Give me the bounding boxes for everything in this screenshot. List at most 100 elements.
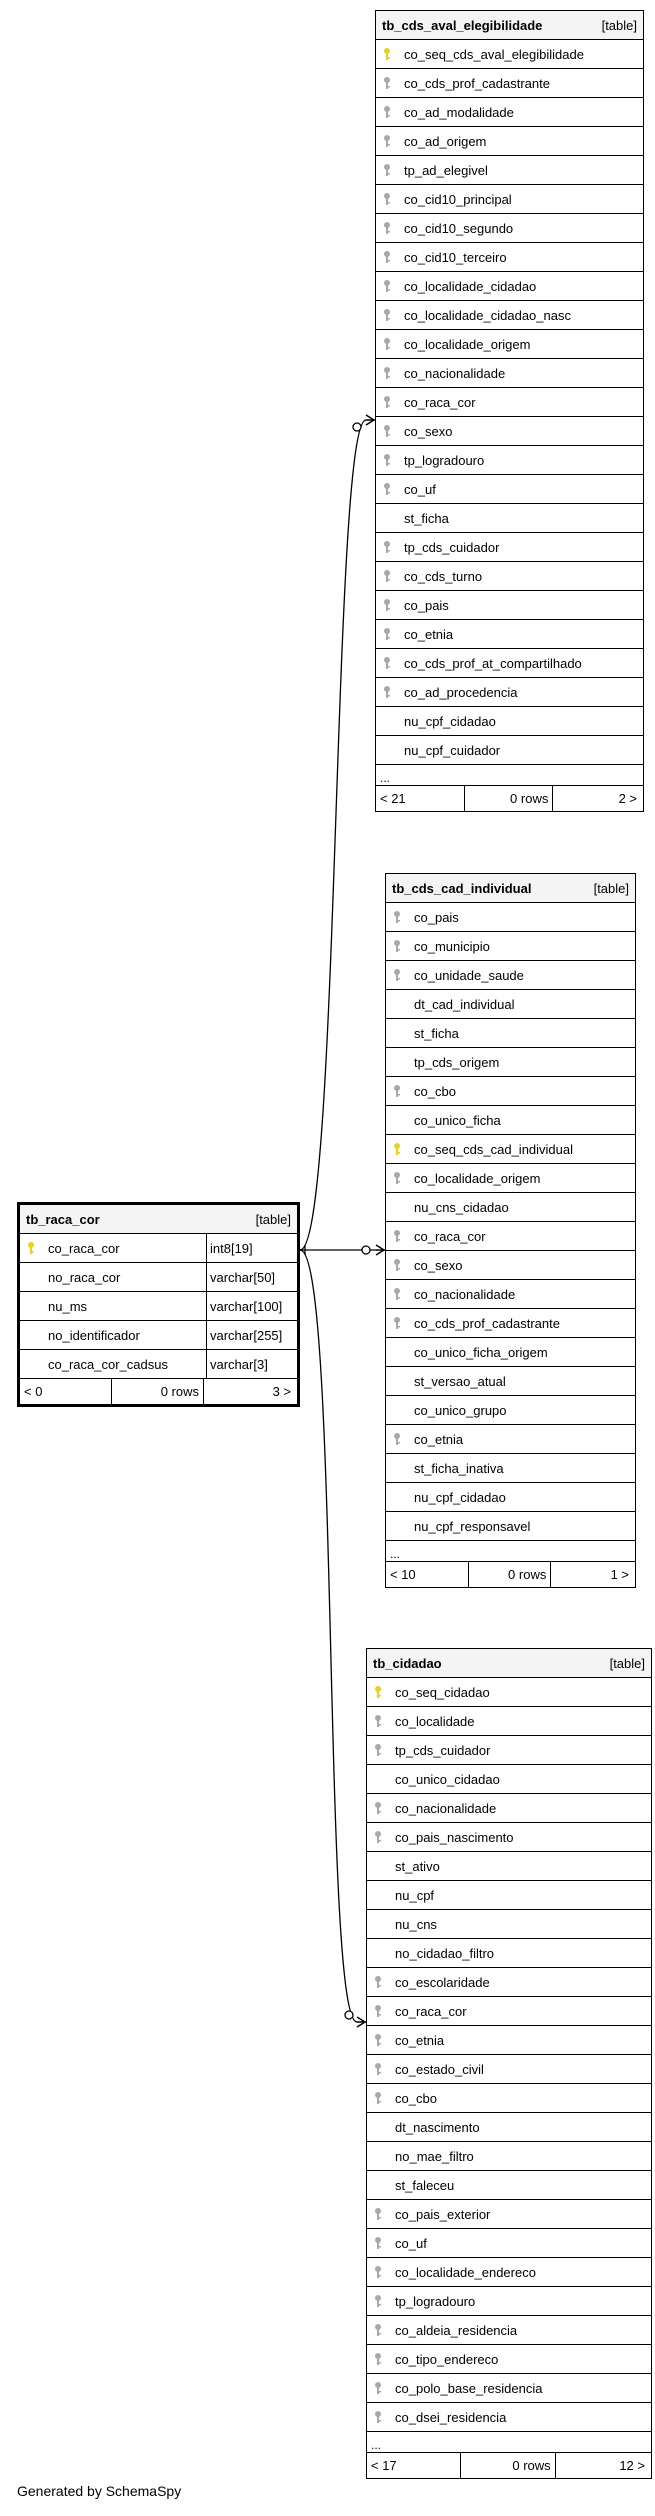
table-column-row[interactable]: co_pais <box>386 903 635 932</box>
table-column-row[interactable]: co_unico_ficha_origem <box>386 1338 635 1367</box>
table-column-row[interactable]: co_ad_procedencia <box>376 678 643 707</box>
column-name-cell: co_cds_prof_cadastrante <box>376 76 643 91</box>
table-column-row[interactable]: co_seq_cidadao <box>367 1678 651 1707</box>
children-count[interactable]: 1 > <box>550 1562 635 1587</box>
table-column-row[interactable]: co_uf <box>376 475 643 504</box>
table-tb-cds-aval-elegibilidade[interactable]: tb_cds_aval_elegibilidade[table]co_seq_c… <box>375 10 644 812</box>
table-column-row[interactable]: nu_cns_cidadao <box>386 1193 635 1222</box>
table-column-row[interactable]: co_localidade_cidadao <box>376 272 643 301</box>
table-column-row[interactable]: co_etnia <box>367 2026 651 2055</box>
table-column-row[interactable]: co_seq_cds_aval_elegibilidade <box>376 40 643 69</box>
table-column-row[interactable]: no_mae_filtro <box>367 2142 651 2171</box>
children-count[interactable]: 3 > <box>203 1379 297 1404</box>
table-column-row[interactable]: co_unidade_saude <box>386 961 635 990</box>
table-column-row[interactable]: st_versao_atual <box>386 1367 635 1396</box>
table-column-row[interactable]: co_nacionalidade <box>386 1280 635 1309</box>
table-column-row[interactable]: tp_cds_cuidador <box>367 1736 651 1765</box>
table-column-row[interactable]: st_ficha <box>386 1019 635 1048</box>
table-column-row[interactable]: tp_logradouro <box>367 2287 651 2316</box>
parents-count[interactable]: < 10 <box>390 1567 416 1582</box>
table-column-row[interactable]: co_ad_modalidade <box>376 98 643 127</box>
table-column-row[interactable]: co_cid10_terceiro <box>376 243 643 272</box>
table-column-row[interactable]: co_raca_cor <box>386 1222 635 1251</box>
table-column-row[interactable]: st_ficha_inativa <box>386 1454 635 1483</box>
table-column-row[interactable]: nu_cpf_cidadao <box>376 707 643 736</box>
table-column-row[interactable]: co_localidade_origem <box>386 1164 635 1193</box>
table-column-row[interactable]: co_cbo <box>386 1077 635 1106</box>
table-column-row[interactable]: co_etnia <box>376 620 643 649</box>
table-column-row[interactable]: st_faleceu <box>367 2171 651 2200</box>
table-column-row[interactable]: co_ad_origem <box>376 127 643 156</box>
children-count[interactable]: 2 > <box>552 786 643 811</box>
column-name-cell: co_seq_cds_cad_individual <box>386 1142 635 1157</box>
column-name: co_pais_nascimento <box>395 1829 514 1845</box>
table-column-row[interactable]: co_seq_cds_cad_individual <box>386 1135 635 1164</box>
table-column-row[interactable]: dt_cad_individual <box>386 990 635 1019</box>
table-column-row[interactable]: co_estado_civil <box>367 2055 651 2084</box>
table-column-row[interactable]: co_cbo <box>367 2084 651 2113</box>
children-count[interactable]: 12 > <box>554 2453 651 2478</box>
table-column-row[interactable]: co_municipio <box>386 932 635 961</box>
parents-count[interactable]: < 17 <box>371 2458 397 2473</box>
table-column-row[interactable]: co_sexo <box>376 417 643 446</box>
table-column-row[interactable]: co_cid10_principal <box>376 185 643 214</box>
column-name-cell: co_ad_modalidade <box>376 105 643 120</box>
table-column-row[interactable]: co_cds_turno <box>376 562 643 591</box>
table-column-row[interactable]: co_raca_cor <box>376 388 643 417</box>
table-column-row[interactable]: co_localidade_cidadao_nasc <box>376 301 643 330</box>
table-column-row[interactable]: tp_cds_origem <box>386 1048 635 1077</box>
table-column-row[interactable]: st_ativo <box>367 1852 651 1881</box>
column-name-cell: co_escolaridade <box>367 1975 651 1990</box>
table-column-row[interactable]: co_dsei_residencia <box>367 2403 651 2432</box>
table-column-row[interactable]: co_cds_prof_cadastrante <box>386 1309 635 1338</box>
table-column-row[interactable]: co_unico_ficha <box>386 1106 635 1135</box>
table-column-row[interactable]: tp_logradouro <box>376 446 643 475</box>
table-column-row[interactable]: co_pais_exterior <box>367 2200 651 2229</box>
table-column-row[interactable]: co_cid10_segundo <box>376 214 643 243</box>
table-column-row[interactable]: co_pais_nascimento <box>367 1823 651 1852</box>
table-column-row[interactable]: co_aldeia_residencia <box>367 2316 651 2345</box>
table-column-row[interactable]: co_pais <box>376 591 643 620</box>
table-column-row[interactable]: co_uf <box>367 2229 651 2258</box>
table-column-row[interactable]: nu_cpf_responsavel <box>386 1512 635 1541</box>
table-column-row[interactable]: co_localidade_endereco <box>367 2258 651 2287</box>
table-column-row[interactable]: no_cidadao_filtro <box>367 1939 651 1968</box>
table-column-row[interactable]: co_sexo <box>386 1251 635 1280</box>
table-column-row[interactable]: nu_cpf_cuidador <box>376 736 643 765</box>
table-column-row[interactable]: co_unico_cidadao <box>367 1765 651 1794</box>
table-column-row[interactable]: nu_cpf <box>367 1881 651 1910</box>
table-column-row[interactable]: co_unico_grupo <box>386 1396 635 1425</box>
table-column-row[interactable]: dt_nascimento <box>367 2113 651 2142</box>
column-name-cell: tp_ad_elegivel <box>376 163 643 178</box>
column-name-cell: co_raca_cor_cadsus <box>20 1357 206 1372</box>
table-column-row[interactable]: co_cds_prof_cadastrante <box>376 69 643 98</box>
table-column-row[interactable]: co_cds_prof_at_compartilhado <box>376 649 643 678</box>
column-name: co_uf <box>395 2235 427 2251</box>
table-column-row[interactable]: co_raca_cor <box>367 1997 651 2026</box>
table-column-row[interactable]: co_etnia <box>386 1425 635 1454</box>
table-column-row[interactable]: co_escolaridade <box>367 1968 651 1997</box>
table-column-row[interactable]: tp_ad_elegivel <box>376 156 643 185</box>
table-column-row[interactable]: co_nacionalidade <box>367 1794 651 1823</box>
table-column-row[interactable]: co_tipo_endereco <box>367 2345 651 2374</box>
table-column-row[interactable]: co_nacionalidade <box>376 359 643 388</box>
column-name: nu_cpf_cidadao <box>404 713 496 729</box>
parents-count[interactable]: < 0 <box>24 1384 43 1399</box>
table-column-row[interactable]: co_localidade_origem <box>376 330 643 359</box>
table-column-row[interactable]: nu_cpf_cidadao <box>386 1483 635 1512</box>
table-column-row[interactable]: co_polo_base_residencia <box>367 2374 651 2403</box>
table-column-row[interactable]: co_localidade <box>367 1707 651 1736</box>
table-column-row[interactable]: nu_cns <box>367 1910 651 1939</box>
column-name-cell: co_estado_civil <box>367 2062 651 2077</box>
table-column-row[interactable]: st_ficha <box>376 504 643 533</box>
parents-count[interactable]: < 21 <box>380 791 406 806</box>
table-column-row[interactable]: tp_cds_cuidador <box>376 533 643 562</box>
